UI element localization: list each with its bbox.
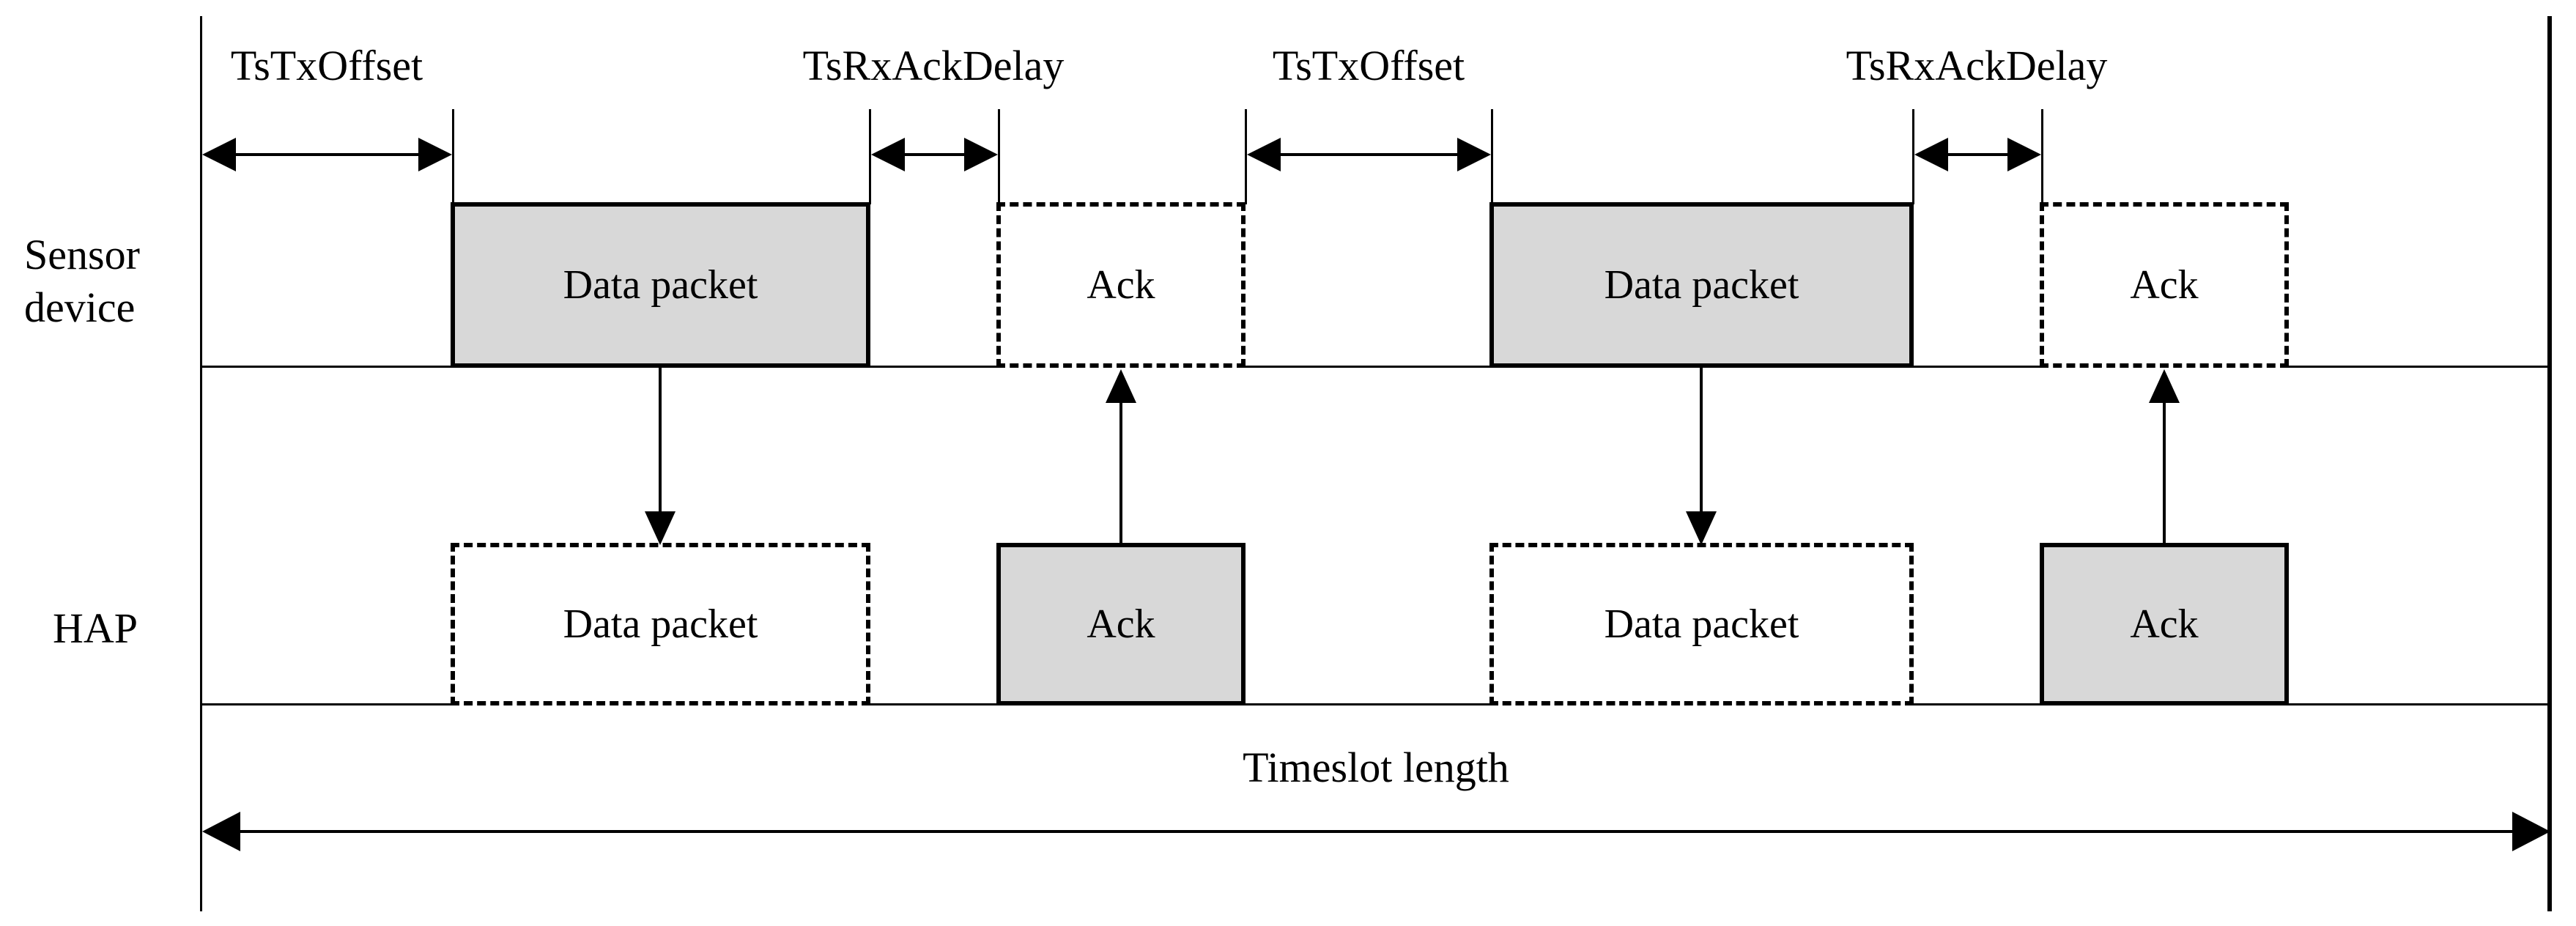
slot-end-boundary-line <box>2547 16 2552 911</box>
sensor-ack-1-label: Ack <box>1087 262 1155 308</box>
arrowhead-left-icon <box>202 812 240 851</box>
arrowhead-right-icon <box>1457 138 1491 171</box>
sensor-device-label-line1: Sensor <box>24 231 140 278</box>
arrowhead-down-icon <box>645 511 676 545</box>
timeslot-length-label: Timeslot length <box>1243 744 1509 791</box>
hap-timeline <box>200 703 2552 705</box>
tsrxackdelay-arrow-1 <box>871 138 998 171</box>
arrowhead-up-icon <box>2149 369 2180 403</box>
arrowhead-right-icon <box>2512 812 2550 851</box>
sensor-ack-2-box: Ack <box>2040 202 2289 368</box>
hap-ack-1-label: Ack <box>1087 601 1155 647</box>
arrowhead-right-icon <box>964 138 998 171</box>
arrowhead-up-icon <box>1106 369 1136 403</box>
hap-data-packet-2-label: Data packet <box>1604 601 1799 647</box>
tstxoffset-arrow-2 <box>1247 138 1491 171</box>
hap-ack-2-label: Ack <box>2130 601 2199 647</box>
slot-start-boundary-line <box>200 16 202 911</box>
label-tstxoffset-2: TsTxOffset <box>1272 42 1465 89</box>
hap-data-packet-2-box: Data packet <box>1489 543 1914 705</box>
arrowhead-left-icon <box>1247 138 1281 171</box>
tick-data2-start <box>1491 109 1493 204</box>
sensor-data-packet-1-box: Data packet <box>451 202 870 368</box>
tick-data2-end <box>1912 109 1914 204</box>
sensor-timeline <box>200 366 2552 368</box>
arrowhead-right-icon <box>418 138 452 171</box>
arrowhead-down-icon <box>1686 511 1717 545</box>
sensor-data-packet-2-label: Data packet <box>1604 262 1799 308</box>
label-tsrxackdelay-1: TsRxAckDelay <box>802 42 1065 89</box>
label-tsrxackdelay-2: TsRxAckDelay <box>1846 42 2108 89</box>
sensor-device-row-label: Sensor device <box>24 229 140 334</box>
tsrxackdelay-arrow-2 <box>1914 138 2041 171</box>
arrowhead-left-icon <box>1914 138 1948 171</box>
tick-data1-start <box>452 109 454 204</box>
hap-ack-2-box: Ack <box>2040 543 2289 705</box>
sensor-data-packet-2-box: Data packet <box>1489 202 1914 368</box>
hap-data-packet-1-box: Data packet <box>451 543 870 705</box>
tick-ack1-start <box>998 109 1000 204</box>
tick-ack1-end <box>1245 109 1247 204</box>
arrowhead-left-icon <box>202 138 236 171</box>
label-tstxoffset-1: TsTxOffset <box>230 42 423 89</box>
sensor-ack-1-box: Ack <box>996 202 1246 368</box>
hap-ack-1-box: Ack <box>996 543 1246 705</box>
tick-data1-end <box>869 109 871 204</box>
timeslot-length-arrow <box>202 812 2550 851</box>
arrowhead-left-icon <box>871 138 905 171</box>
arrowhead-right-icon <box>2007 138 2041 171</box>
tstxoffset-arrow-1 <box>202 138 452 171</box>
sensor-data-packet-1-label: Data packet <box>563 262 758 308</box>
sensor-device-label-line2: device <box>24 284 136 331</box>
tick-ack2-start <box>2041 109 2043 204</box>
hap-row-label: HAP <box>53 604 138 652</box>
hap-data-packet-1-label: Data packet <box>563 601 758 647</box>
sensor-ack-2-label: Ack <box>2130 262 2199 308</box>
